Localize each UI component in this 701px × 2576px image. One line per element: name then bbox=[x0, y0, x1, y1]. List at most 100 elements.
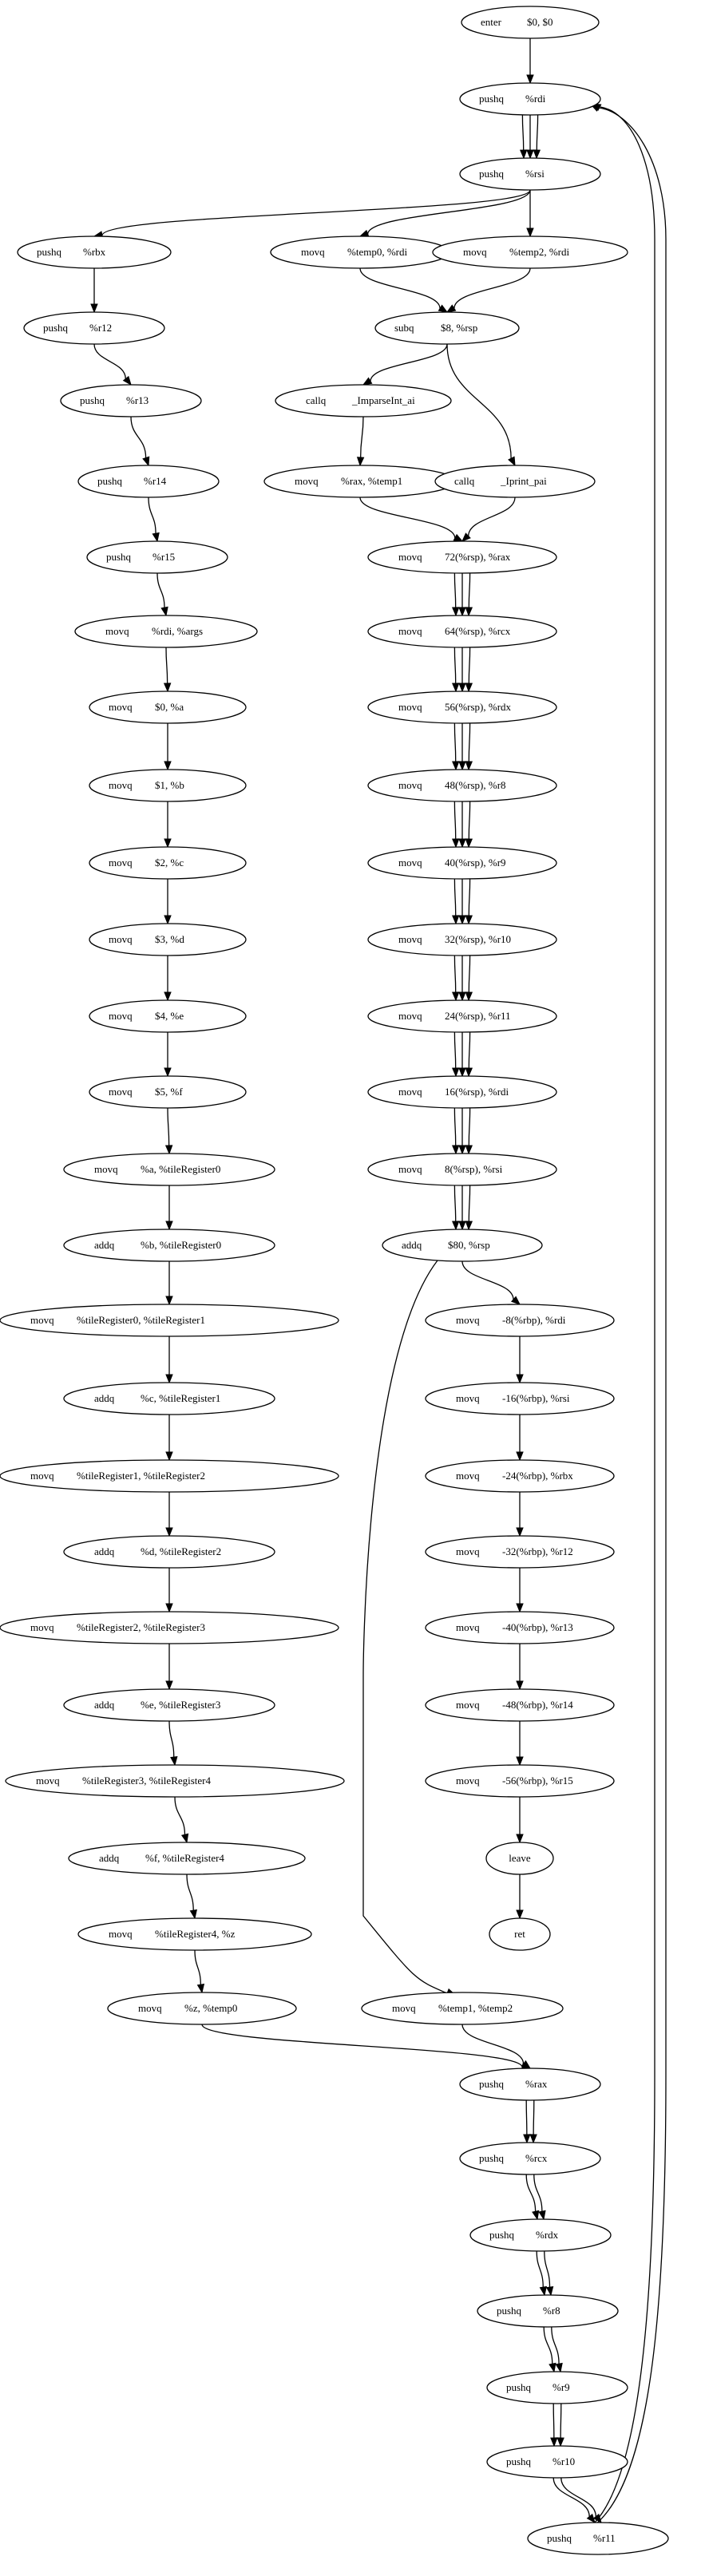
edge-mov_temp1_temp2-to-push_rax bbox=[461, 2024, 532, 2069]
arrowhead bbox=[533, 149, 541, 160]
node-add_b_tr0: addq%b, %tileRegister0 bbox=[63, 1229, 275, 1262]
arrowhead bbox=[545, 2285, 554, 2297]
node-op: movq bbox=[94, 1163, 118, 1175]
edge-mov_4_e-to-mov_5_f bbox=[164, 1031, 172, 1078]
arrowhead bbox=[451, 761, 460, 771]
node-op: pushq bbox=[506, 2381, 532, 2393]
edge-line bbox=[560, 2403, 562, 2439]
edge-push_r14-to-push_r15 bbox=[148, 497, 160, 543]
node-op: movq bbox=[398, 551, 422, 563]
node-op: movq bbox=[109, 779, 133, 791]
arrowhead bbox=[451, 1067, 460, 1078]
node-ellipse bbox=[459, 157, 601, 191]
edge-line bbox=[194, 1949, 201, 1985]
node-ellipse bbox=[459, 82, 601, 116]
edge-line bbox=[552, 2477, 590, 2517]
edge-line bbox=[543, 2326, 553, 2364]
arrowhead bbox=[163, 683, 172, 693]
node-args: $0, $0 bbox=[527, 16, 553, 28]
node-push_r10: pushq%r10 bbox=[486, 2445, 628, 2479]
node-op: addq bbox=[94, 1699, 115, 1711]
node-args: %d, %tileRegister2 bbox=[141, 1545, 221, 1557]
edge-mov_temp2_rdi-to-subq bbox=[446, 267, 531, 313]
node-ellipse bbox=[367, 846, 557, 880]
node-callq_print: callq_Iprint_pai bbox=[434, 465, 596, 498]
node-args: $8, %rsp bbox=[441, 322, 477, 334]
arrowhead bbox=[465, 838, 473, 849]
arrowhead bbox=[516, 1834, 524, 1844]
node-args: %tileRegister1, %tileRegister2 bbox=[77, 1470, 205, 1482]
node-args: %r9 bbox=[552, 2381, 570, 2393]
arrowhead bbox=[532, 2210, 540, 2221]
node-enter: enter$0, $0 bbox=[461, 6, 600, 39]
node-args: %r12 bbox=[89, 322, 112, 334]
edge-mov_rdi_args-to-mov_0_a bbox=[163, 647, 172, 693]
node-ellipse bbox=[485, 1842, 554, 1875]
edge-line bbox=[359, 267, 441, 309]
edge-line bbox=[359, 497, 456, 539]
edge-mov_1_b-to-mov_2_c bbox=[164, 801, 172, 849]
edge-mov_8_rsi-to-addq_80 bbox=[451, 1185, 473, 1231]
node-op: movq bbox=[105, 625, 129, 637]
arrowhead bbox=[458, 838, 466, 849]
edge-subq-to-callq_print bbox=[446, 343, 516, 467]
node-args: %rcx bbox=[525, 2152, 548, 2164]
arrowhead bbox=[446, 304, 457, 313]
node-args: 40(%rsp), %r9 bbox=[445, 857, 506, 869]
edge-line bbox=[544, 2250, 551, 2288]
node-op: movq bbox=[398, 779, 422, 791]
edge-line bbox=[468, 497, 516, 536]
node-op: pushq bbox=[506, 2455, 532, 2467]
node-push_r14: pushq%r14 bbox=[77, 465, 220, 498]
node-ellipse bbox=[63, 1229, 275, 1262]
node-ellipse bbox=[367, 690, 557, 724]
arrowhead bbox=[165, 1680, 173, 1691]
arrowhead bbox=[458, 761, 466, 771]
arrowhead bbox=[523, 2134, 531, 2144]
arrowhead bbox=[465, 915, 473, 925]
arrowhead bbox=[164, 1067, 172, 1078]
node-op: movq bbox=[301, 246, 325, 258]
edge-mov_16_rdi-to-mov_8_rsi bbox=[451, 1107, 473, 1155]
node-mov_z_temp0: movq%z, %temp0 bbox=[107, 1992, 297, 2025]
node-mov_m16_rsi: movq-16(%rbp), %rsi bbox=[425, 1382, 615, 1415]
edge-line bbox=[165, 647, 168, 684]
node-ellipse bbox=[434, 465, 596, 498]
edge-mov_temp0_rdi-to-subq bbox=[359, 267, 449, 313]
node-op: movq bbox=[398, 1086, 422, 1098]
node-ellipse bbox=[77, 1917, 312, 1951]
node-ellipse bbox=[63, 1382, 275, 1415]
arrowhead bbox=[164, 915, 172, 925]
edge-mov_64_rcx-to-mov_56_rdx bbox=[451, 647, 473, 693]
node-mov_temp2_rdi: movq%temp2, %rdi bbox=[432, 235, 628, 269]
node-args: %c, %tileRegister1 bbox=[141, 1392, 220, 1404]
arrowhead bbox=[510, 1296, 521, 1305]
edge-line bbox=[536, 2250, 544, 2288]
edge-push_rsi-to-mov_temp0_rdi bbox=[358, 189, 531, 237]
node-push_rax: pushq%rax bbox=[459, 2068, 601, 2101]
node-push_r13: pushq%r13 bbox=[60, 384, 202, 417]
node-args: -56(%rbp), %r15 bbox=[502, 1775, 573, 1787]
arrowhead bbox=[458, 1221, 466, 1231]
node-ellipse bbox=[63, 1535, 275, 1569]
node-ellipse bbox=[63, 1153, 275, 1186]
edge-line bbox=[446, 343, 512, 459]
node-args: %tileRegister3, %tileRegister4 bbox=[82, 1775, 212, 1787]
edge-line bbox=[130, 416, 147, 458]
edge-push_rsi-to-mov_temp2_rdi bbox=[526, 190, 534, 238]
node-args: _Iprint_pai bbox=[500, 475, 547, 487]
edge-mov_m8_rdi-to-mov_m16_rsi bbox=[516, 1335, 524, 1384]
edge-push_rcx-to-push_rdx bbox=[525, 2174, 546, 2221]
edge-line bbox=[525, 2174, 537, 2212]
node-ellipse bbox=[425, 1304, 615, 1337]
node-ellipse bbox=[74, 615, 258, 648]
node-op: movq bbox=[456, 1392, 480, 1404]
node-op: pushq bbox=[97, 475, 123, 487]
node-args: %f, %tileRegister4 bbox=[145, 1852, 224, 1864]
arrowhead bbox=[453, 533, 464, 542]
node-subq: subq$8, %rsp bbox=[374, 311, 520, 345]
